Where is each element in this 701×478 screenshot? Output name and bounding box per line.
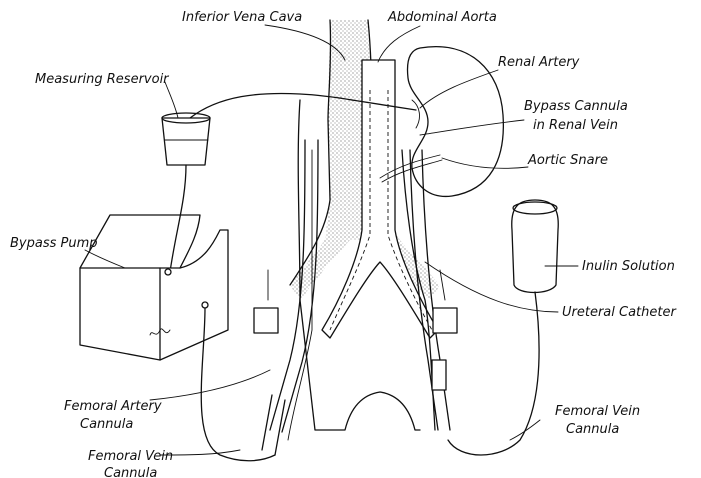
femoral-artery-cannula-tube	[262, 395, 272, 450]
measuring-reservoir-beaker	[162, 118, 210, 165]
collection-beaker-left	[254, 308, 278, 333]
label-bypass-pump: Bypass Pump	[10, 236, 98, 251]
kidney-shape	[408, 47, 504, 197]
label-ureteral-catheter: Ureteral Catheter	[562, 305, 677, 320]
label-inferior-vena-cava: Inferior Vena Cava	[182, 10, 302, 25]
leader-bypass-pump	[85, 250, 125, 268]
pelvis-outline	[300, 300, 420, 430]
bypass-pump-top	[80, 215, 200, 268]
renal-hilum	[412, 100, 419, 128]
label-bypass-cannula-line1: Bypass Cannula	[524, 99, 628, 114]
label-femoral-artery-line1: Femoral Artery	[64, 399, 162, 414]
collection-beaker-right	[433, 308, 457, 333]
leader-renal-artery	[420, 70, 498, 108]
leader-aorta	[378, 26, 420, 62]
label-aortic-snare: Aortic Snare	[527, 153, 608, 168]
leader-aortic-snare	[442, 158, 528, 168]
femoral-vein-cannula-right-tube	[432, 360, 446, 390]
label-renal-artery: Renal Artery	[498, 55, 580, 70]
label-femoral-artery-line2: Cannula	[80, 417, 133, 432]
reservoir-to-pump-tube	[170, 165, 186, 272]
label-measuring-reservoir: Measuring Reservoir	[35, 72, 170, 87]
label-abdominal-aorta: Abdominal Aorta	[387, 10, 497, 25]
leader-bypass-cannula	[420, 120, 524, 135]
leader-reservoir	[165, 82, 178, 118]
label-inulin-solution: Inulin Solution	[582, 259, 675, 274]
bypass-pump-box	[80, 230, 228, 360]
label-femoral-vein-left-line1: Femoral Vein	[88, 449, 173, 464]
label-femoral-vein-left-line2: Cannula	[104, 466, 157, 478]
label-femoral-vein-right-line1: Femoral Vein	[555, 404, 640, 419]
label-femoral-vein-right-line2: Cannula	[566, 422, 619, 437]
label-bypass-cannula-line2: in Renal Vein	[533, 118, 618, 133]
leader-femoral-artery	[150, 370, 270, 400]
